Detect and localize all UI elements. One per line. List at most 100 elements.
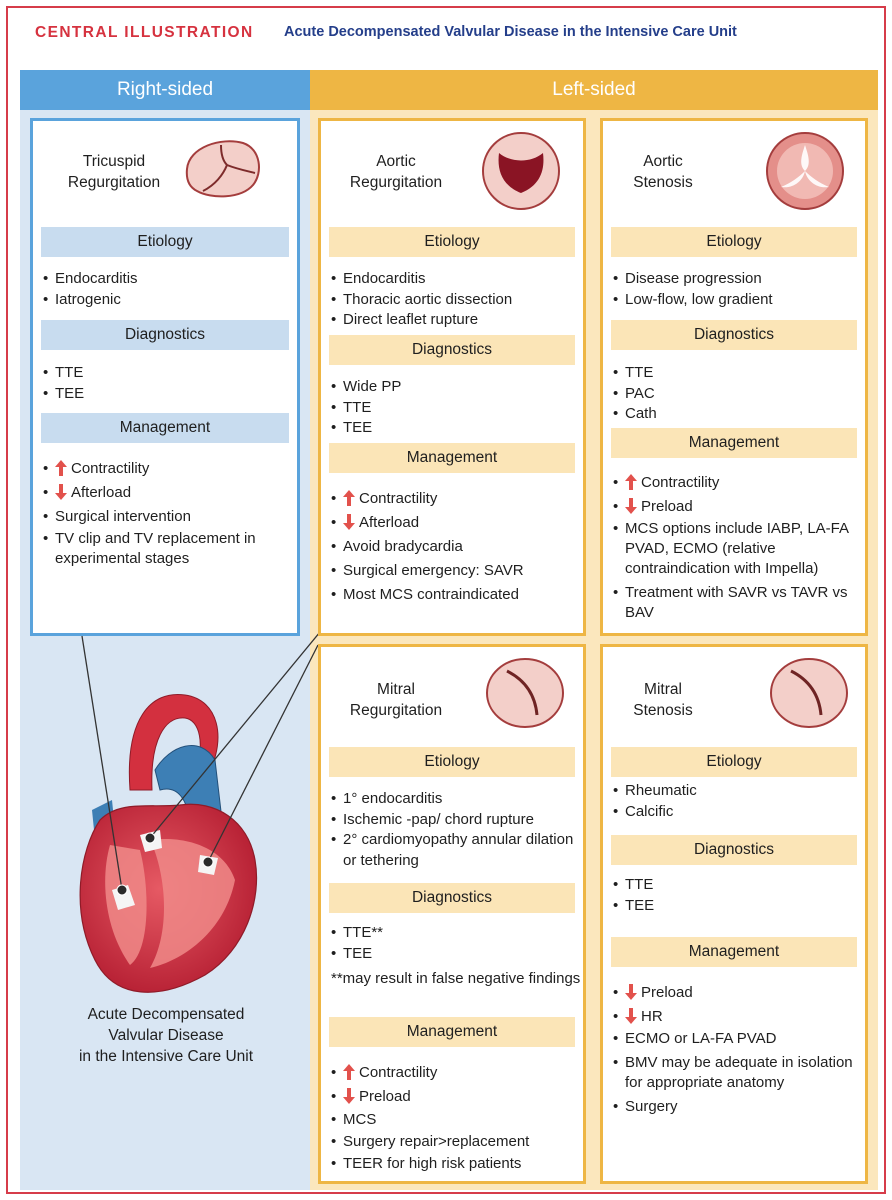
etiology-header: Etiology — [329, 227, 575, 257]
list-item: BMV may be adequate in isolation for app… — [613, 1053, 863, 1093]
list-item: TEER for high risk patients — [331, 1153, 581, 1175]
title-line: Aortic — [643, 153, 683, 170]
list-item: Wide PP — [331, 377, 579, 398]
panel-title: Mitral Stenosis — [603, 679, 723, 721]
list-item: Preload — [613, 981, 863, 1005]
diagnostics-note: **may result in false negative findings — [331, 970, 581, 987]
etiology-list: Endocarditis Thoracic aortic dissection … — [331, 269, 579, 331]
red-down-arrow-icon — [343, 514, 355, 530]
diagnostics-header: Diagnostics — [611, 835, 857, 865]
panel-mitral-regurgitation: Mitral Regurgitation Etiology 1° endocar… — [318, 644, 586, 1184]
management-header: Management — [329, 443, 575, 473]
diagnostics-header: Diagnostics — [41, 320, 289, 350]
list-item: TTE — [43, 363, 291, 384]
list-item: Surgical intervention — [43, 505, 291, 529]
diagnostics-list: TTE TEE — [43, 363, 291, 404]
management-list: Contractility Preload MCS options includ… — [613, 471, 863, 623]
title-line: Regurgitation — [349, 174, 443, 191]
red-down-arrow-icon — [343, 1088, 355, 1104]
aortic-regurgitation-valve-icon — [482, 132, 560, 210]
red-up-arrow-icon — [343, 490, 355, 506]
list-item: Avoid bradycardia — [331, 535, 581, 559]
list-item: 1° endocarditis — [331, 789, 581, 810]
etiology-header: Etiology — [41, 227, 289, 257]
list-item: Preload — [331, 1085, 581, 1109]
list-item: MCS options include IABP, LA-FA PVAD, EC… — [613, 519, 863, 579]
red-up-arrow-icon — [343, 1064, 355, 1080]
title-line: Tricuspid — [82, 153, 146, 170]
header-label: CENTRAL ILLUSTRATION — [35, 24, 254, 41]
list-item: TTE — [613, 363, 861, 384]
list-item: Afterload — [331, 511, 581, 535]
list-item: MCS — [331, 1109, 581, 1131]
management-list: Contractility Preload MCS Surgery repair… — [331, 1061, 581, 1175]
list-item: Direct leaflet rupture — [331, 310, 579, 331]
diagnostics-list: TTE TEE — [613, 875, 863, 916]
heart-caption: Acute Decompensated Valvular Disease in … — [44, 1004, 288, 1067]
header-title: Acute Decompensated Valvular Disease in … — [284, 24, 737, 40]
diagnostics-header: Diagnostics — [611, 320, 857, 350]
list-item: TV clip and TV replacement in experiment… — [43, 529, 291, 569]
item-text: Preload — [641, 984, 693, 1001]
list-item: TTE — [331, 398, 579, 419]
left-sided-header: Left-sided — [310, 70, 878, 110]
diagnostics-list: Wide PP TTE TEE — [331, 377, 579, 439]
title-line: Regurgitation — [349, 702, 443, 719]
list-item: Rheumatic — [613, 781, 863, 802]
etiology-list: Disease progression Low-flow, low gradie… — [613, 269, 861, 310]
list-item: TEE — [331, 418, 579, 439]
heart-caption-line: Acute Decompensated — [87, 1006, 245, 1023]
item-text: Afterload — [359, 514, 420, 531]
management-header: Management — [611, 937, 857, 967]
list-item: Endocarditis — [43, 269, 291, 290]
etiology-header: Etiology — [329, 747, 575, 777]
list-item: ECMO or LA-FA PVAD — [613, 1029, 863, 1049]
header: CENTRAL ILLUSTRATION Acute Decompensated… — [8, 8, 884, 52]
item-text: Contractility — [359, 490, 438, 507]
tricuspid-valve-icon — [185, 140, 260, 198]
list-item: TEE — [43, 384, 291, 405]
list-item: Low-flow, low gradient — [613, 290, 861, 311]
panel-title: Tricuspid Regurgitation — [49, 151, 179, 193]
list-item: Cath — [613, 404, 861, 425]
item-text: Preload — [359, 1088, 411, 1105]
panel-aortic-stenosis: Aortic Stenosis Etiology Disease progres… — [600, 118, 868, 636]
diagnostics-list: TTE PAC Cath — [613, 363, 861, 425]
list-item: Ischemic -pap/ chord rupture — [331, 810, 581, 831]
item-text: Afterload — [71, 484, 132, 501]
item-text: Contractility — [359, 1064, 438, 1081]
red-up-arrow-icon — [625, 474, 637, 490]
list-item: Preload — [613, 495, 863, 519]
list-item: PAC — [613, 384, 861, 405]
list-item: Thoracic aortic dissection — [331, 290, 579, 311]
management-header: Management — [611, 428, 857, 458]
etiology-list: 1° endocarditis Ischemic -pap/ chord rup… — [331, 789, 581, 871]
item-text: HR — [641, 1008, 663, 1025]
title-line: Mitral — [377, 681, 415, 698]
diagnostics-header: Diagnostics — [329, 883, 575, 913]
list-item: Treatment with SAVR vs TAVR vs BAV — [613, 583, 863, 623]
diagnostics-list: TTE** TEE **may result in false negative… — [331, 923, 581, 988]
mitral-valve-icon — [770, 658, 848, 728]
list-item: Contractility — [43, 457, 291, 481]
list-item: TEE — [331, 944, 581, 965]
list-item: Contractility — [613, 471, 863, 495]
panel-title: Aortic Stenosis — [603, 151, 723, 193]
list-item: Surgical emergency: SAVR — [331, 559, 581, 583]
title-line: Stenosis — [633, 702, 693, 719]
list-item: TEE — [613, 896, 863, 917]
title-line: Mitral — [644, 681, 682, 698]
item-text: Contractility — [71, 460, 150, 477]
etiology-list: Rheumatic Calcific — [613, 781, 863, 822]
list-item: Iatrogenic — [43, 290, 291, 311]
red-down-arrow-icon — [55, 484, 67, 500]
diagnostics-header: Diagnostics — [329, 335, 575, 365]
red-down-arrow-icon — [625, 1008, 637, 1024]
list-item: Surgery — [613, 1097, 863, 1117]
list-item: TTE** — [331, 923, 581, 944]
heart-caption-line: in the Intensive Care Unit — [78, 1048, 254, 1065]
list-item: Disease progression — [613, 269, 861, 290]
right-sided-header: Right-sided — [20, 70, 310, 110]
panel-mitral-stenosis: Mitral Stenosis Etiology Rheumatic Calci… — [600, 644, 868, 1184]
etiology-list: Endocarditis Iatrogenic — [43, 269, 291, 310]
